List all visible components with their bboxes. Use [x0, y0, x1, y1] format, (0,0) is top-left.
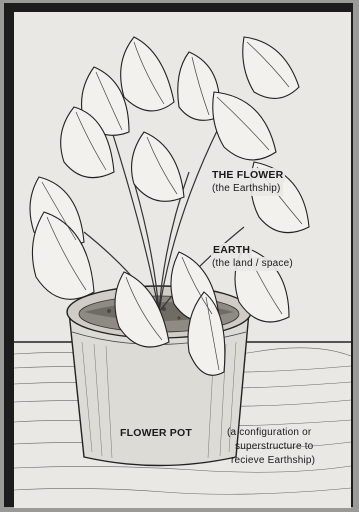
illustration-frame: THE FLOWER (the Earthship) EARTH (the la… — [4, 3, 353, 507]
earth-label-title: EARTH — [211, 243, 252, 257]
pot-label-line3: recieve Earthship) — [231, 454, 315, 468]
flower-label-subtitle: (the Earthship) — [210, 182, 283, 196]
pot-label-line2: superstructure to — [235, 440, 313, 454]
pot-label-title: FLOWER POT — [120, 426, 192, 440]
flower-label-title: THE FLOWER — [210, 168, 285, 182]
pot-label-line1: (a configuration or — [227, 426, 311, 440]
earth-label-subtitle: (the land / space) — [210, 257, 295, 271]
illustration-panel: THE FLOWER (the Earthship) EARTH (the la… — [14, 12, 351, 508]
